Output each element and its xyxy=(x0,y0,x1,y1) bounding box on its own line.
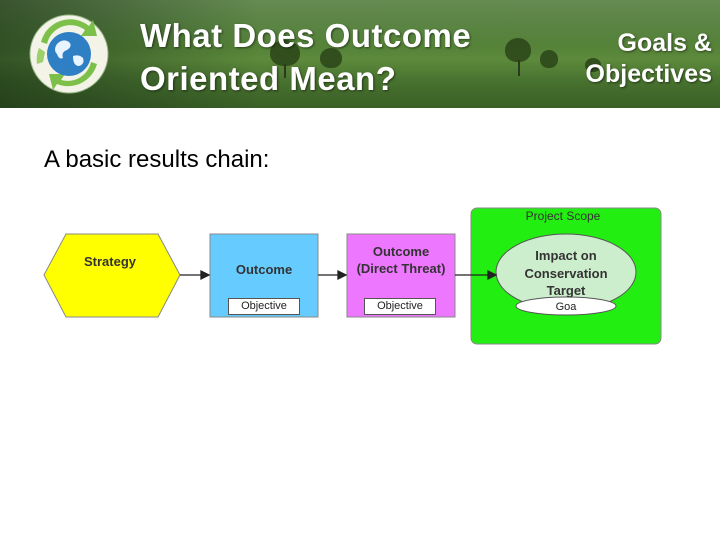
direct-threat-label: Outcome (Direct Threat) xyxy=(347,243,455,277)
direct-threat-objective-label: Objective xyxy=(365,299,435,313)
strategy-label: Strategy xyxy=(72,253,164,270)
outcome-label: Outcome xyxy=(210,261,318,278)
strategy-hexagon xyxy=(44,234,180,317)
goal-tag-label: Goa xyxy=(526,300,606,314)
impact-line-3: Target xyxy=(547,283,586,298)
impact-line-2: Conservation xyxy=(524,266,607,281)
direct-threat-objective-tag: Objective xyxy=(364,298,436,315)
project-scope-label: Project Scope xyxy=(503,209,623,223)
outcome-objective-tag: Objective xyxy=(228,298,300,315)
impact-line-1: Impact on xyxy=(535,248,596,263)
outcome-objective-label: Objective xyxy=(229,299,299,313)
direct-threat-line-2: (Direct Threat) xyxy=(357,261,446,276)
direct-threat-line-1: Outcome xyxy=(373,244,429,259)
impact-label: Impact on Conservation Target xyxy=(506,247,626,300)
